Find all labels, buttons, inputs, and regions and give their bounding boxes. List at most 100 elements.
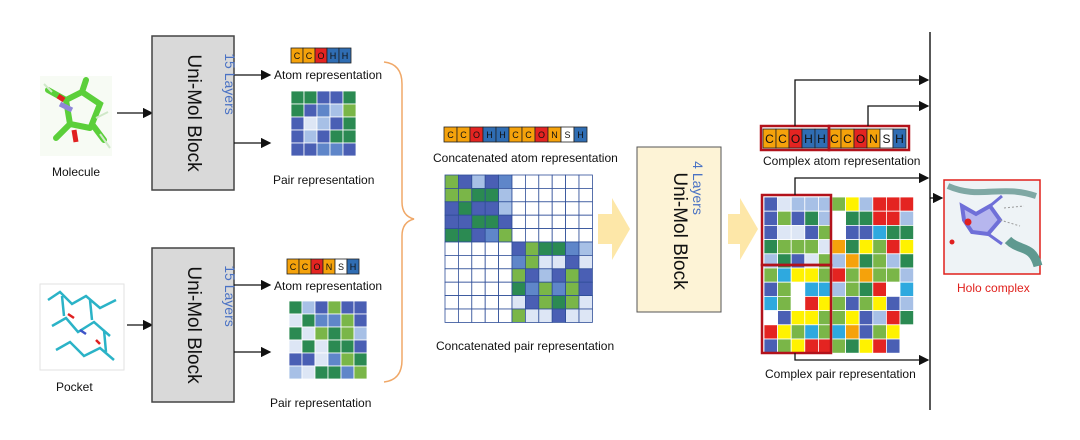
matrix-cell	[444, 254, 459, 270]
atom-token-label: S	[882, 132, 890, 146]
top-pair-label: Pair representation	[273, 173, 375, 187]
matrix-cell	[484, 281, 500, 297]
matrix-cell	[340, 339, 355, 354]
matrix-cell	[858, 338, 874, 354]
matrix-cell	[565, 268, 580, 283]
matrix-cell	[763, 196, 779, 212]
matrix-cell	[886, 224, 901, 240]
matrix-cell	[845, 239, 860, 255]
matrix-cell	[565, 201, 580, 216]
matrix-cell	[858, 310, 874, 326]
matrix-cell	[457, 201, 473, 216]
matrix-cell	[498, 268, 513, 283]
atom-token-label: H	[350, 262, 357, 272]
atom-token-label: C	[302, 262, 309, 272]
matrix-cell	[565, 174, 580, 189]
matrix-cell	[457, 228, 473, 243]
matrix-cell	[886, 310, 901, 326]
matrix-cell	[763, 224, 779, 240]
matrix-cell	[342, 142, 357, 157]
matrix-cell	[804, 338, 819, 354]
matrix-cell	[538, 228, 553, 243]
matrix-cell	[886, 239, 901, 255]
top-atom-label: Atom representation	[274, 68, 383, 82]
matrix-cell	[288, 313, 303, 328]
matrix-cell	[484, 295, 500, 310]
matrix-cell	[511, 228, 526, 243]
matrix-cell	[288, 352, 303, 367]
matrix-cell	[790, 324, 806, 340]
matrix-cell	[444, 308, 459, 323]
matrix-cell	[845, 281, 860, 297]
matrix-cell	[511, 268, 526, 283]
matrix-cell	[538, 241, 553, 256]
matrix-cell	[777, 295, 792, 311]
matrix-cell	[886, 295, 901, 311]
matrix-cell	[301, 300, 316, 315]
matrix-cell	[316, 90, 331, 105]
matrix-cell	[763, 295, 779, 311]
matrix-cell	[498, 308, 513, 323]
matrix-cell	[899, 267, 915, 283]
atom-token-label: O	[856, 132, 865, 146]
matrix-cell	[804, 210, 819, 226]
matrix-cell	[525, 228, 540, 243]
matrix-cell	[790, 338, 806, 354]
merge-brace	[383, 61, 415, 383]
matrix-cell	[327, 365, 342, 380]
decoder-block-label: Uni-Mol Block	[669, 172, 690, 290]
atom-token-label: H	[804, 132, 813, 146]
matrix-cell	[538, 308, 553, 323]
atom-token-label: C	[778, 132, 787, 146]
matrix-cell	[457, 268, 473, 283]
matrix-cell	[845, 338, 860, 354]
matrix-cell	[858, 224, 874, 240]
matrix-cell	[301, 326, 316, 341]
matrix-cell	[886, 210, 901, 226]
matrix-cell	[551, 254, 567, 270]
matrix-cell	[525, 268, 540, 283]
matrix-cell	[498, 201, 513, 216]
matrix-cell	[899, 224, 915, 240]
molecule-label: Molecule	[52, 165, 101, 179]
matrix-cell	[872, 239, 887, 255]
matrix-cell	[457, 308, 473, 323]
matrix-cell	[353, 326, 368, 341]
matrix-cell	[551, 268, 567, 283]
matrix-cell	[538, 268, 553, 283]
matrix-cell	[565, 295, 580, 310]
matrix-cell	[444, 281, 459, 297]
matrix-cell	[790, 210, 806, 226]
atom-token-label: C	[306, 51, 313, 61]
matrix-cell	[790, 267, 806, 283]
matrix-cell	[471, 308, 486, 323]
matrix-cell	[340, 326, 355, 341]
matrix-cell	[858, 239, 874, 255]
atom-token-label: O	[538, 130, 545, 140]
matrix-cell	[565, 308, 580, 323]
matrix-cell	[303, 116, 318, 131]
matrix-cell	[578, 228, 593, 243]
atom-token-label: C	[843, 132, 852, 146]
matrix-cell	[831, 196, 847, 212]
matrix-cell	[525, 254, 540, 270]
atom-token-label: O	[473, 130, 480, 140]
matrix-cell	[551, 187, 567, 203]
matrix-cell	[511, 254, 526, 270]
matrix-cell	[314, 300, 329, 315]
atom-token-label: H	[499, 130, 506, 140]
matrix-cell	[484, 187, 500, 203]
bottom-atom-label: Atom representation	[274, 279, 383, 293]
matrix-cell	[538, 254, 553, 270]
matrix-cell	[511, 241, 526, 256]
matrix-cell	[790, 310, 806, 326]
matrix-cell	[498, 254, 513, 270]
holo-complex-label: Holo complex	[957, 281, 1030, 295]
matrix-cell	[353, 352, 368, 367]
matrix-cell	[845, 310, 860, 326]
matrix-cell	[578, 268, 593, 283]
bottom-pair-label: Pair representation	[270, 396, 372, 410]
atom-token-label: C	[765, 132, 774, 146]
matrix-cell	[290, 129, 305, 144]
atom-token-label: S	[338, 262, 344, 272]
